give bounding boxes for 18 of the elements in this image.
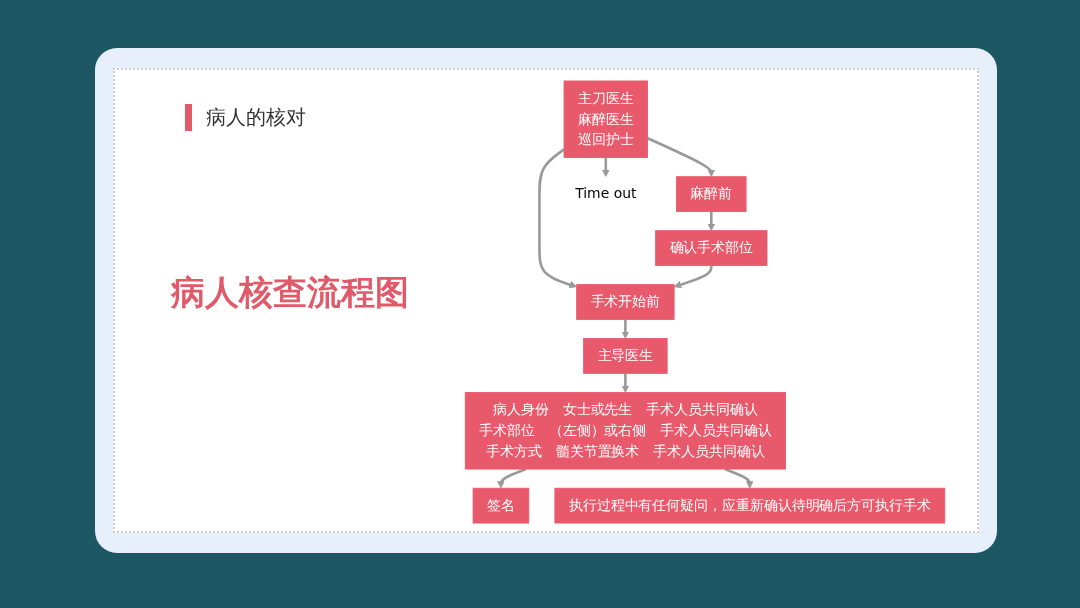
node-box: 确认手术部位 (655, 230, 768, 266)
slide-title: 病人的核对 (185, 104, 306, 131)
arrow (707, 211, 716, 231)
node-box: 麻醉前 (676, 176, 747, 212)
node-box: 病人身份 女士或先生 手术人员共同确认 手术部位 （左侧）或右侧 手术人员共同确认 手术方式 髓关节置换术 手术人员共同确认 (464, 392, 786, 470)
arrow (538, 148, 577, 289)
arrow (647, 137, 716, 178)
arrow (673, 265, 713, 289)
node-box: 执行过程中有任何疑问，应重新确认待明确后方可执行手术 (554, 487, 946, 524)
heading-text: 病人核查流程图 (170, 271, 410, 314)
arrow (601, 157, 610, 178)
arrow (621, 373, 630, 393)
node-box: 签名 (472, 487, 530, 524)
node-box: 主导医生 (583, 338, 668, 374)
arrow (621, 319, 630, 339)
node-text: Time out (575, 185, 637, 202)
node-box: 主刀医生 麻醉医生 巡回护士 (563, 80, 648, 158)
node-box: 手术开始前 (576, 284, 675, 320)
